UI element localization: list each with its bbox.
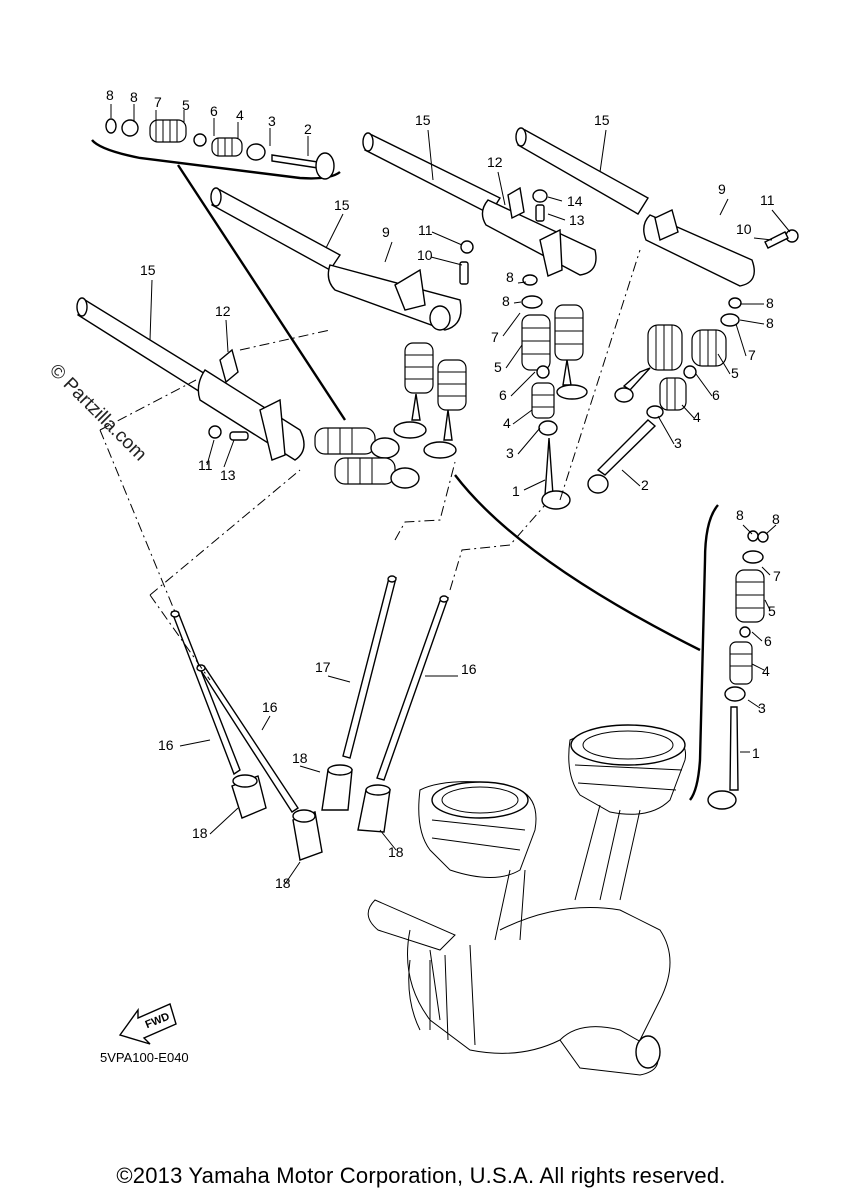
callout: 7 <box>748 347 756 363</box>
callout: 16 <box>158 737 174 753</box>
callout: 2 <box>304 121 312 137</box>
callout: 3 <box>674 435 682 451</box>
pushrod-tube-mid <box>210 187 342 271</box>
callout: 3 <box>506 445 514 461</box>
callout: 5 <box>182 97 190 113</box>
callout: 9 <box>718 181 726 197</box>
copyright-notice: ©2013 Yamaha Motor Corporation, U.S.A. A… <box>116 1163 726 1188</box>
valve-group-top-left <box>91 104 347 421</box>
callout: 5 <box>731 365 739 381</box>
callout: 15 <box>415 112 431 128</box>
callout: 2 <box>641 477 649 493</box>
callout: 13 <box>569 212 585 228</box>
diagram-code: 5VPA100-E040 <box>100 1050 189 1065</box>
valve-group-right <box>454 474 777 810</box>
assembly-lines <box>99 249 641 681</box>
rocker-arm-left <box>197 348 305 461</box>
callout: 4 <box>693 409 701 425</box>
callout: 3 <box>758 700 766 716</box>
callout: 7 <box>491 329 499 345</box>
pushrod-tube-right <box>515 127 649 215</box>
crankshaft-assembly <box>367 724 687 1076</box>
callout: 7 <box>154 94 162 110</box>
callout: 17 <box>315 659 331 675</box>
callout: 13 <box>220 467 236 483</box>
valve-spring-inner <box>211 137 243 157</box>
callout: 6 <box>712 387 720 403</box>
callout: 15 <box>594 112 610 128</box>
callout-leaders <box>149 129 791 885</box>
callout: 4 <box>236 107 244 123</box>
callout: 8 <box>130 89 138 105</box>
callout: 6 <box>499 387 507 403</box>
pushrod-tube-upper <box>362 132 502 215</box>
callout: 8 <box>766 315 774 331</box>
callout: 11 <box>198 457 213 473</box>
callout: 16 <box>262 699 278 715</box>
callout: 5 <box>768 603 776 619</box>
callout: 18 <box>275 875 291 891</box>
callout: 14 <box>567 193 583 209</box>
callout: 18 <box>292 750 308 766</box>
valve-exploded-center <box>521 274 588 510</box>
rocker-arm-top <box>481 186 597 277</box>
callout: 15 <box>140 262 156 278</box>
callout: 12 <box>215 303 231 319</box>
callout: 6 <box>210 103 218 119</box>
callout: 11 <box>760 192 775 208</box>
callout: 1 <box>512 483 520 499</box>
callout: 18 <box>192 825 208 841</box>
callout: 15 <box>334 197 350 213</box>
callouts: 8 8 7 5 6 4 3 2 15 15 15 15 12 14 13 9 1… <box>106 87 781 891</box>
callout: 10 <box>736 221 752 237</box>
pushrod-tube-left <box>76 297 216 396</box>
callout: 4 <box>762 663 770 679</box>
callout: 8 <box>506 269 514 285</box>
valve-springs-center-left <box>314 342 467 489</box>
callout: 11 <box>418 222 433 238</box>
callout: 8 <box>772 511 780 527</box>
callout: 6 <box>764 633 772 649</box>
rocker-arm-right <box>643 209 799 287</box>
callout: 1 <box>752 745 760 761</box>
callout: 8 <box>502 293 510 309</box>
callout: 8 <box>736 507 744 523</box>
callout: 7 <box>773 568 781 584</box>
pushrods <box>170 575 449 813</box>
callout: 10 <box>417 247 433 263</box>
callout: 8 <box>766 295 774 311</box>
callout: 5 <box>494 359 502 375</box>
callout: 12 <box>487 154 503 170</box>
callout: 9 <box>382 224 390 240</box>
rocker-arm-center <box>327 240 474 331</box>
forward-arrow-icon: FWD <box>118 1003 177 1045</box>
callout: 8 <box>106 87 114 103</box>
valve-exploded-right <box>587 297 742 494</box>
callout: 4 <box>503 415 511 431</box>
callout: 16 <box>461 661 477 677</box>
tappets <box>231 764 391 861</box>
callout: 18 <box>388 844 404 860</box>
callout: 3 <box>268 113 276 129</box>
valve-spring <box>149 119 187 143</box>
